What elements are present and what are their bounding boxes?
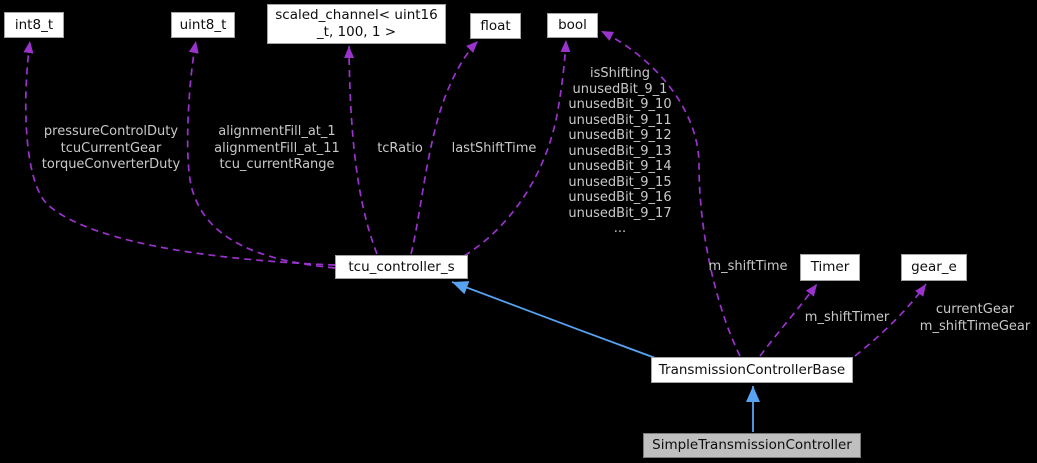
node-transmission-controller-base[interactable]: TransmissionControllerBase — [651, 357, 853, 383]
edge-label-gear-members: currentGear m_shiftTimeGear — [919, 302, 1031, 334]
node-scaled-channel[interactable]: scaled_channel< uint16 _t, 100, 1 > — [267, 4, 446, 44]
node-simple-transmission-controller[interactable]: SimpleTransmissionController — [643, 433, 861, 458]
edge-label-bool-members: isShifting unusedBit_9_1 unusedBit_9_10 … — [568, 66, 672, 236]
edge-label-uint8-members: alignmentFill_at_1 alignmentFill_at_11 t… — [214, 124, 340, 172]
edge-label-m-shifttimer: m_shiftTimer — [804, 310, 890, 325]
node-float[interactable]: float — [470, 13, 521, 39]
edge-tcu-to-float — [410, 40, 479, 255]
edge-label-int8-members: pressureControlDuty tcuCurrentGear torqu… — [41, 124, 181, 172]
edge-label-m-shifttime: m_shiftTime — [708, 259, 788, 274]
node-bool[interactable]: bool — [547, 13, 598, 38]
node-tcu-controller-s[interactable]: tcu_controller_s — [335, 255, 468, 279]
edge-tcb-to-gear-e — [854, 283, 927, 357]
node-uint8-t[interactable]: uint8_t — [171, 12, 235, 38]
edge-tcb-to-bool — [600, 30, 741, 357]
edge-inheritance-tcb-to-tcu — [451, 281, 659, 360]
edge-label-lastshifttime: lastShiftTime — [451, 141, 537, 156]
edge-label-tcratio: tcRatio — [377, 141, 423, 156]
node-gear-e[interactable]: gear_e — [901, 254, 967, 281]
edge-tcu-to-scaled-channel — [344, 45, 378, 255]
edge-tcu-to-uint8t — [186, 40, 336, 269]
node-int8-t[interactable]: int8_t — [4, 12, 64, 38]
edge-tcu-to-bool — [463, 39, 571, 257]
node-timer[interactable]: Timer — [800, 254, 860, 281]
